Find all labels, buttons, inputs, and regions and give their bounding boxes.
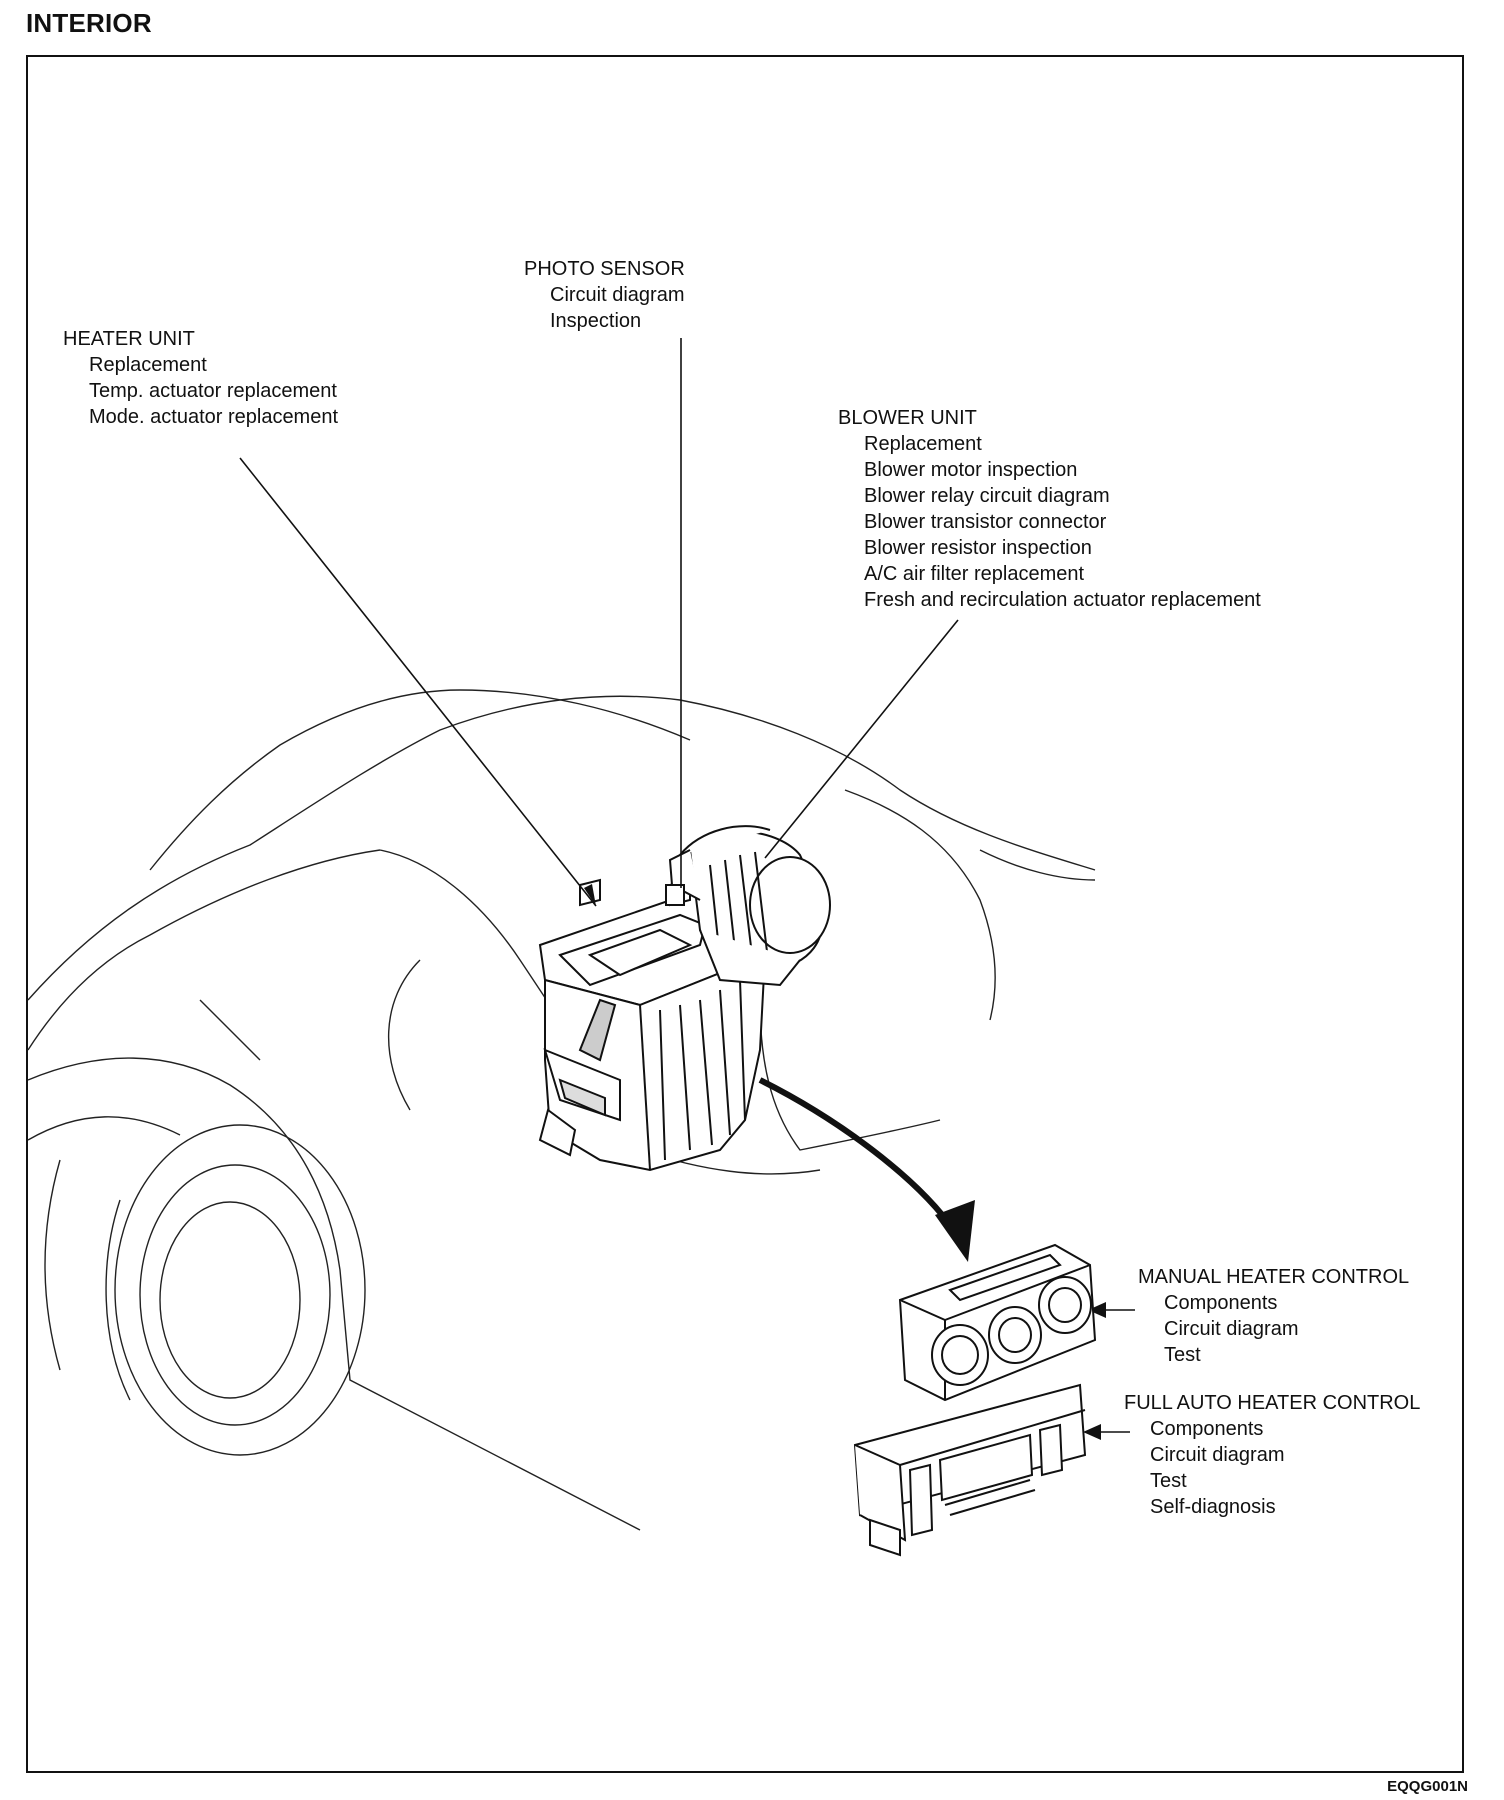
heater-unit-leader: [239, 457, 597, 907]
full-auto-heater-control-callout: FULL AUTO HEATER CONTROL Components Circ…: [1124, 1390, 1420, 1520]
blower-unit-list: Replacement Blower motor inspection Blow…: [838, 431, 1261, 613]
list-item: Temp. actuator replacement: [89, 380, 337, 402]
blower-unit-title: BLOWER UNIT: [838, 407, 977, 429]
list-item: Blower relay circuit diagram: [864, 485, 1110, 507]
blower-unit-leader: [764, 619, 959, 859]
list-item: Replacement: [864, 433, 982, 455]
photo-sensor-list: Circuit diagram Inspection: [524, 282, 685, 334]
list-item: Test: [1150, 1470, 1187, 1492]
list-item: Fresh and recirculation actuator replace…: [864, 589, 1261, 611]
full-auto-heater-control-list: Components Circuit diagram Test Self-dia…: [1124, 1416, 1420, 1520]
blower-unit-shape: [668, 825, 831, 987]
leader-lines: [239, 338, 1135, 1433]
list-item: Inspection: [550, 310, 642, 332]
list-item: Blower resistor inspection: [864, 537, 1092, 559]
heater-unit-title: HEATER UNIT: [63, 328, 195, 350]
full-auto-heater-control-title: FULL AUTO HEATER CONTROL: [1124, 1392, 1421, 1414]
front-tire: [105, 1124, 366, 1456]
heater-unit-list: Replacement Temp. actuator replacement M…: [63, 352, 338, 430]
list-item: Circuit diagram: [550, 284, 685, 306]
heater-unit-shape: [538, 878, 767, 1172]
leader-arrowheads: [584, 884, 1106, 1440]
list-item: A/C air filter replacement: [864, 563, 1085, 585]
blower-unit-callout: BLOWER UNIT Replacement Blower motor ins…: [838, 405, 1261, 613]
list-item: Components: [1164, 1292, 1278, 1314]
manual-heater-control-list: Components Circuit diagram Test: [1138, 1290, 1409, 1368]
manual-control-arrowhead: [1088, 1302, 1106, 1318]
photo-sensor-callout: PHOTO SENSOR Circuit diagram Inspection: [524, 256, 685, 334]
curved-callout-arrow: [758, 1077, 975, 1262]
section-title: INTERIOR: [26, 8, 152, 38]
manual-heater-control-title: MANUAL HEATER CONTROL: [1138, 1266, 1410, 1288]
list-item: Blower transistor connector: [864, 511, 1107, 533]
figure-code: EQQG001N: [1387, 1778, 1468, 1795]
list-item: Replacement: [89, 354, 207, 376]
photo-sensor-shape: [665, 884, 685, 906]
list-item: Components: [1150, 1418, 1264, 1440]
diagram-frame: [26, 55, 1464, 1773]
list-item: Mode. actuator replacement: [89, 406, 339, 428]
manual-heater-control-panel: [898, 1243, 1097, 1402]
manual-heater-control-callout: MANUAL HEATER CONTROL Components Circuit…: [1138, 1264, 1409, 1368]
heater-unit-callout: HEATER UNIT Replacement Temp. actuator r…: [63, 326, 338, 430]
list-item: Self-diagnosis: [1150, 1496, 1276, 1518]
photo-sensor-title: PHOTO SENSOR: [524, 258, 685, 280]
auto-control-arrowhead: [1083, 1424, 1101, 1440]
list-item: Blower motor inspection: [864, 459, 1078, 481]
list-item: Circuit diagram: [1150, 1444, 1285, 1466]
full-auto-heater-control-panel: [853, 1383, 1087, 1557]
heater-unit-arrowhead: [584, 884, 596, 906]
list-item: Circuit diagram: [1164, 1318, 1299, 1340]
list-item: Test: [1164, 1344, 1201, 1366]
